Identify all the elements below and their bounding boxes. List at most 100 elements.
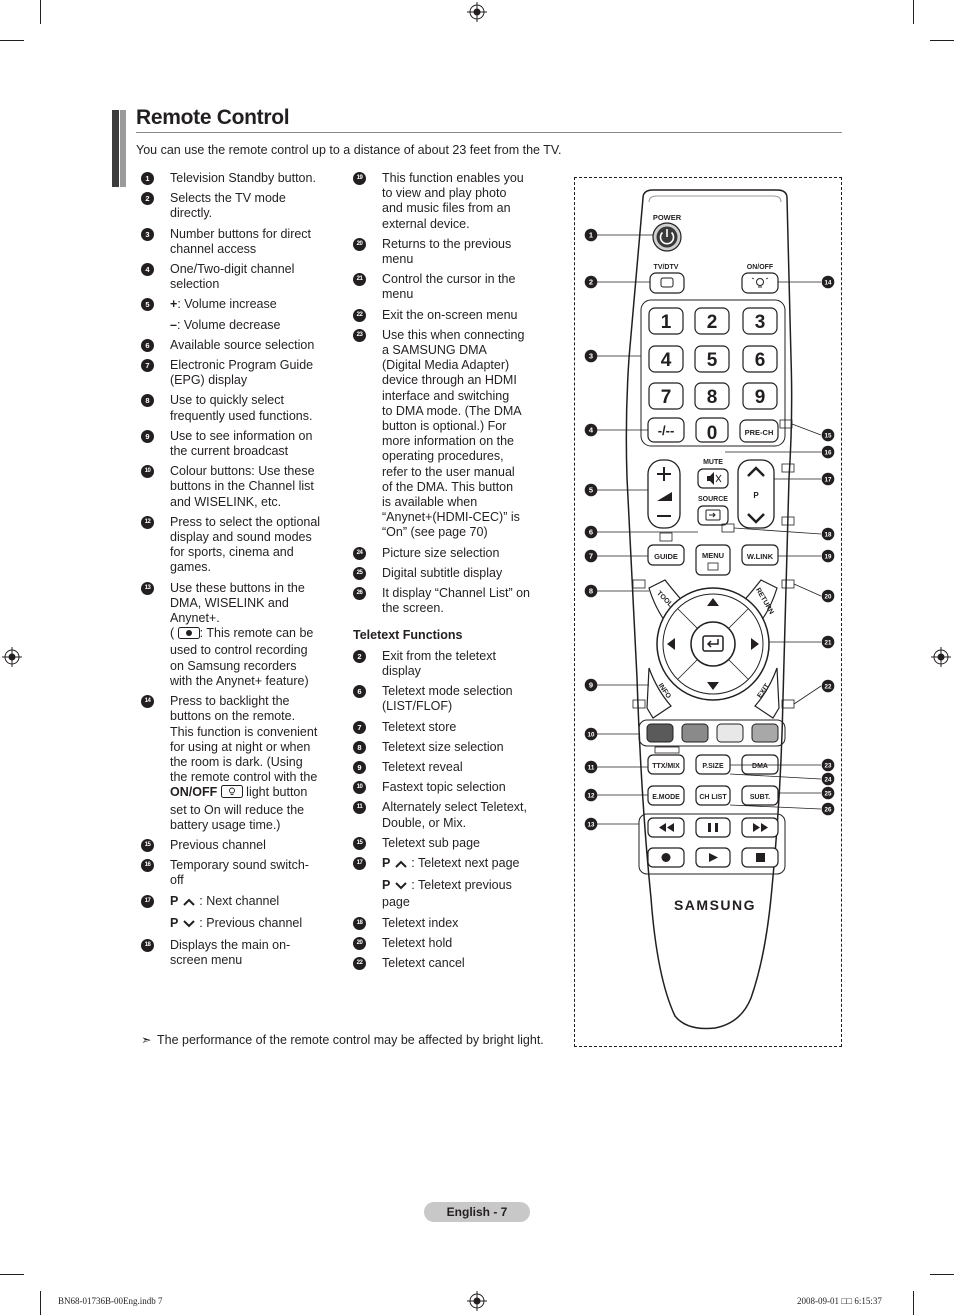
item-number-badge: 2 xyxy=(353,649,366,663)
item-number-badge: 7 xyxy=(353,720,366,734)
red-button[interactable] xyxy=(646,723,674,743)
registration-mark-icon xyxy=(467,2,487,22)
play-icon xyxy=(709,853,718,862)
svg-text:1: 1 xyxy=(661,312,672,333)
teletext-reveal-icon xyxy=(632,699,646,709)
rewind-button[interactable] xyxy=(647,817,685,838)
callout-number: 22 xyxy=(825,684,832,691)
source-icon xyxy=(705,509,721,521)
subt-button[interactable]: SUBT. xyxy=(741,785,779,806)
mute-button[interactable] xyxy=(697,468,729,489)
svg-text:SUBT.: SUBT. xyxy=(750,794,770,801)
guide-button[interactable]: GUIDE xyxy=(647,544,685,566)
blue-button[interactable] xyxy=(751,723,779,743)
intro-text: You can use the remote control up to a d… xyxy=(136,143,562,157)
callout-leader-line xyxy=(729,773,822,780)
item-number-badge: 4 xyxy=(141,263,154,277)
digit-9-button[interactable]: 9 xyxy=(742,382,778,410)
enter-icon xyxy=(702,635,724,652)
item-number-badge: 10 xyxy=(141,465,154,479)
item-number-badge: 11 xyxy=(353,801,366,815)
green-button[interactable] xyxy=(681,723,709,743)
callout-number: 10 xyxy=(588,732,595,739)
samsung-logo: SAMSUNG xyxy=(674,897,756,913)
wlink-button[interactable]: W.LINK xyxy=(741,544,779,566)
rewind-icon xyxy=(659,823,674,832)
volume-rocker[interactable] xyxy=(647,459,681,529)
fast-forward-button[interactable] xyxy=(741,817,779,838)
power-button[interactable] xyxy=(652,222,682,252)
ttx-mix-button[interactable]: TTX/MIX xyxy=(647,754,685,775)
callout-number: 25 xyxy=(825,791,832,798)
record-button[interactable] xyxy=(647,847,685,868)
yellow-button[interactable] xyxy=(716,723,744,743)
digit-6-button[interactable]: 6 xyxy=(742,345,778,373)
teletext-size-icon xyxy=(632,579,646,589)
digit-5-button[interactable]: 5 xyxy=(694,345,730,373)
item-text: Teletext cancel xyxy=(382,955,465,970)
menu-button[interactable]: MENU xyxy=(695,544,731,576)
stop-button[interactable] xyxy=(741,847,779,868)
item-number-badge: 25 xyxy=(353,566,366,580)
digit-dash-button[interactable]: -/-- xyxy=(647,417,685,443)
item-number-badge: 13 xyxy=(141,581,154,595)
stop-icon xyxy=(756,853,765,862)
item-number-badge: 26 xyxy=(353,587,366,601)
tvdtv-button[interactable] xyxy=(649,272,685,294)
callout-marker xyxy=(821,527,835,541)
digit-2-button[interactable]: 2 xyxy=(694,307,730,335)
callout-number: 12 xyxy=(588,793,595,800)
channel-rocker[interactable]: P xyxy=(737,459,775,529)
callout-number: 2 xyxy=(589,278,593,287)
item-number-badge: 6 xyxy=(141,338,154,352)
dma-button[interactable]: DMA xyxy=(741,754,779,775)
play-button[interactable] xyxy=(695,847,731,868)
callout-number: 26 xyxy=(825,807,832,814)
digit-8-button[interactable]: 8 xyxy=(694,382,730,410)
item-number-badge: 22 xyxy=(353,308,366,322)
psize-button[interactable]: P.SIZE xyxy=(695,754,731,775)
teletext-mode-icon xyxy=(659,532,673,542)
enter-button[interactable] xyxy=(690,621,736,667)
callout-number: 13 xyxy=(588,822,595,829)
item-number-badge: 22 xyxy=(353,956,366,970)
prech-button[interactable]: PRE-CH xyxy=(739,419,779,443)
emode-button[interactable]: E.MODE xyxy=(647,785,685,806)
item-text: Temporary sound switch-off xyxy=(170,858,309,888)
digit-4-button[interactable]: 4 xyxy=(648,345,684,373)
digit-0-button[interactable]: 0 xyxy=(695,417,729,444)
onoff-light-button[interactable] xyxy=(741,272,779,294)
svg-text:TTX/MIX: TTX/MIX xyxy=(652,763,680,770)
item-number-badge: 15 xyxy=(141,838,154,852)
chlist-button[interactable]: CH LIST xyxy=(695,785,731,806)
teletext-cancel-icon xyxy=(781,699,795,709)
callout-marker xyxy=(584,275,598,289)
print-slug-file: BN68-01736B-00Eng.indb 7 xyxy=(58,1296,163,1306)
callout-number: 11 xyxy=(588,765,595,772)
digit-7-button[interactable]: 7 xyxy=(648,382,684,410)
callout-marker xyxy=(584,760,598,774)
pause-icon xyxy=(708,823,711,832)
digit-3-button[interactable]: 3 xyxy=(742,307,778,335)
source-button[interactable] xyxy=(697,505,729,526)
pause-button[interactable] xyxy=(695,817,731,838)
svg-text:8: 8 xyxy=(707,387,718,408)
item-number-badge: 7 xyxy=(141,359,154,373)
digit-1-button[interactable]: 1 xyxy=(648,307,684,335)
